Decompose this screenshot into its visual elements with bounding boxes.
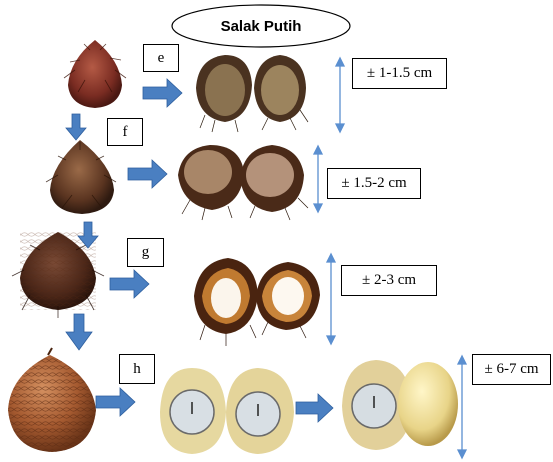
stage-label-f: f xyxy=(107,118,143,146)
stage-label-e: e xyxy=(143,44,179,72)
size-label-e: ± 1-1.5 cm xyxy=(352,58,447,89)
size-label-g: ± 2-3 cm xyxy=(341,265,437,296)
diagram-title: Salak Putih xyxy=(172,4,350,48)
stage-label-g: g xyxy=(127,238,164,267)
right-arrow-f xyxy=(128,160,167,188)
right-arrow-g xyxy=(110,270,149,298)
size-label-f: ± 1.5-2 cm xyxy=(327,168,421,199)
seed-stage-h xyxy=(342,360,458,450)
cut-halves-h xyxy=(160,368,294,454)
fruit-stage-h xyxy=(8,348,96,452)
cut-halves-g xyxy=(194,258,320,346)
fruit-stage-e xyxy=(64,40,126,108)
fruit-stage-f xyxy=(46,140,116,214)
down-arrow-e-f xyxy=(66,114,86,140)
size-label-h: ± 6-7 cm xyxy=(472,354,551,385)
right-arrow-h xyxy=(96,388,135,416)
cut-halves-f xyxy=(178,145,308,220)
down-arrow-g-h xyxy=(66,314,92,350)
cut-halves-e xyxy=(196,55,308,132)
stage-label-h: h xyxy=(119,354,155,384)
right-arrow-h2 xyxy=(296,394,333,422)
right-arrow-e xyxy=(143,79,182,107)
